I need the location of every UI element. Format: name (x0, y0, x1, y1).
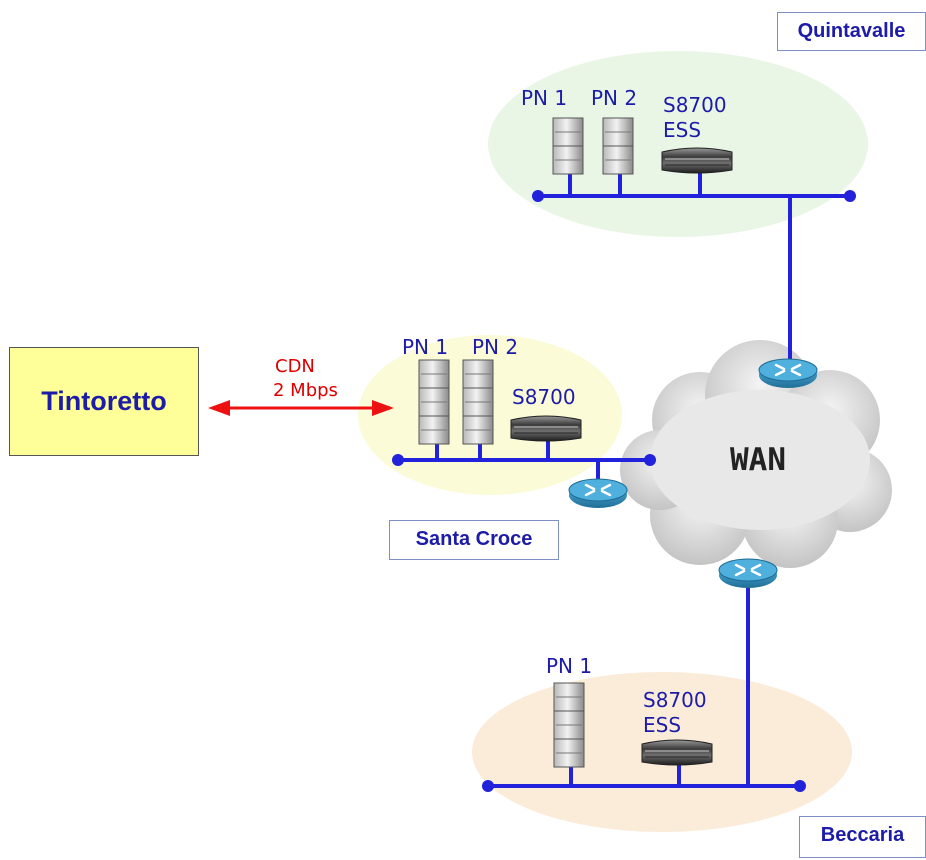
s8700-server-icon (641, 739, 713, 766)
router-icon (757, 357, 819, 390)
tintoretto-label: Tintoretto (41, 386, 167, 416)
quintavalle-server-label: S8700 (663, 93, 727, 117)
server-rack-icon (602, 117, 634, 175)
beccaria-server-label: S8700 (643, 688, 707, 712)
beccaria-site-label: Beccaria (799, 816, 926, 858)
quintavalle-pn1-label: PN 1 (521, 86, 567, 110)
santa-croce-pn2-label: PN 2 (472, 335, 518, 359)
santa-croce-server-label: S8700 (512, 385, 576, 409)
bandwidth-label: 2 Mbps (273, 380, 338, 401)
quintavalle-server-sublabel: ESS (663, 118, 701, 142)
beccaria-server-sublabel: ESS (643, 713, 681, 737)
s8700-server-icon (661, 147, 733, 174)
cdn-label: CDN (275, 356, 315, 377)
router-icon (567, 477, 629, 510)
server-rack-icon (553, 682, 585, 768)
router-icon (717, 557, 779, 590)
server-rack-icon (462, 359, 494, 445)
server-rack-icon (552, 117, 584, 175)
beccaria-pn1-label: PN 1 (546, 654, 592, 678)
santa-croce-site-label: Santa Croce (389, 520, 559, 560)
wan-label: WAN (730, 442, 786, 478)
bus-endpoints (392, 190, 856, 792)
quintavalle-pn2-label: PN 2 (591, 86, 637, 110)
s8700-server-icon (510, 415, 582, 442)
network-links (398, 172, 850, 788)
quintavalle-site-label: Quintavalle (777, 12, 926, 51)
tintoretto-site-box: Tintoretto (9, 347, 199, 456)
cdn-link-arrow (208, 400, 394, 416)
server-rack-icon (418, 359, 450, 445)
cloud-icon (620, 340, 892, 568)
santa-croce-pn1-label: PN 1 (402, 335, 448, 359)
quintavalle-zone (488, 51, 868, 237)
